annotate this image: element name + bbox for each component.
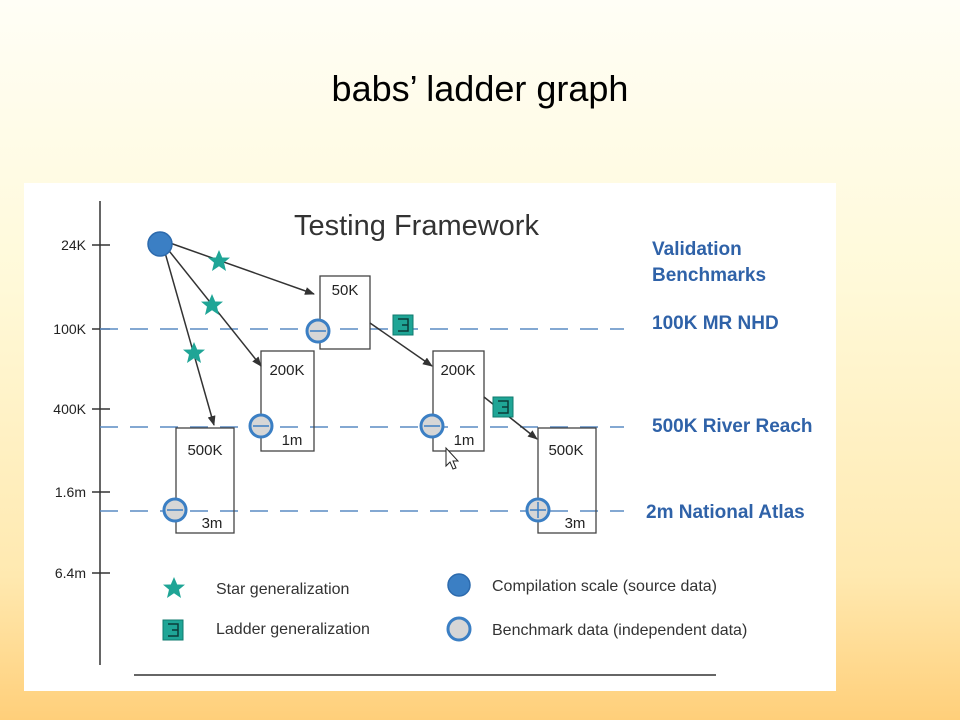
benchmark-circle — [162, 497, 188, 523]
tick-label-24k: 24K — [61, 237, 87, 253]
box-bottom-label: 1m — [282, 432, 303, 449]
box-50k: 50K — [319, 275, 371, 350]
box-bottom-label: 3m — [565, 515, 586, 532]
box-top-label: 200K — [269, 362, 304, 379]
benchmark-circle — [525, 497, 551, 523]
benchmark-label-500k: 500K River Reach — [652, 416, 813, 437]
benchmarks-heading-line1: Validation — [652, 239, 742, 260]
box-top-label: 50K — [332, 282, 359, 299]
tick-label-6-4m: 6.4m — [55, 565, 86, 581]
benchmark-label-100k: 100K MR NHD — [652, 313, 779, 334]
tick-label-1-6m: 1.6m — [55, 484, 86, 500]
legend-benchmark-icon — [446, 616, 472, 642]
cursor-icon — [445, 446, 460, 470]
star-icon — [201, 294, 223, 315]
legend-ladder-label: Ladder generalization — [216, 621, 370, 638]
legend-compilation-label: Compilation scale (source data) — [492, 578, 717, 595]
benchmark-circle — [305, 318, 331, 344]
arrow-to-500k — [163, 248, 216, 426]
arrow-50k-to-200k — [369, 322, 433, 367]
box-bottom-label: 3m — [202, 515, 223, 532]
compilation-scale-circle — [147, 231, 173, 257]
legend-star-label: Star generalization — [216, 581, 349, 598]
box-top-label: 500K — [187, 442, 222, 459]
box-200k-left: 200K 1m — [260, 350, 315, 452]
benchmark-label-2m: 2m National Atlas — [646, 502, 805, 523]
slide-title: babs’ ladder graph — [331, 68, 629, 109]
box-top-label: 200K — [440, 362, 475, 379]
legend-compilation-icon — [447, 573, 471, 597]
box-500k-right: 500K 3m — [537, 427, 597, 534]
arrow-to-50k — [169, 242, 315, 295]
box-200k-right: 200K 1m — [432, 350, 485, 452]
ladder-icon — [492, 396, 514, 418]
tick-label-100k: 100K — [53, 321, 86, 337]
diagram-title: Testing Framework — [294, 210, 539, 242]
box-top-label: 500K — [548, 442, 583, 459]
box-bottom-label: 1m — [454, 432, 475, 449]
box-500k-left: 500K 3m — [175, 427, 235, 534]
legend-benchmark-label: Benchmark data (independent data) — [492, 622, 747, 639]
benchmark-circle — [248, 413, 274, 439]
legend-ladder-icon — [162, 619, 184, 641]
benchmark-circle — [419, 413, 445, 439]
tick-label-400k: 400K — [53, 401, 86, 417]
star-icon — [208, 250, 230, 271]
legend-star-icon — [163, 577, 185, 598]
star-icon — [183, 342, 205, 363]
diagram-panel: Testing Framework 24K 100K 400K 1.6m 6.4… — [24, 183, 836, 691]
testing-framework-diagram: Testing Framework 24K 100K 400K 1.6m 6.4… — [53, 201, 813, 676]
ladder-icon — [392, 314, 414, 336]
benchmarks-heading-line2: Benchmarks — [652, 265, 766, 286]
